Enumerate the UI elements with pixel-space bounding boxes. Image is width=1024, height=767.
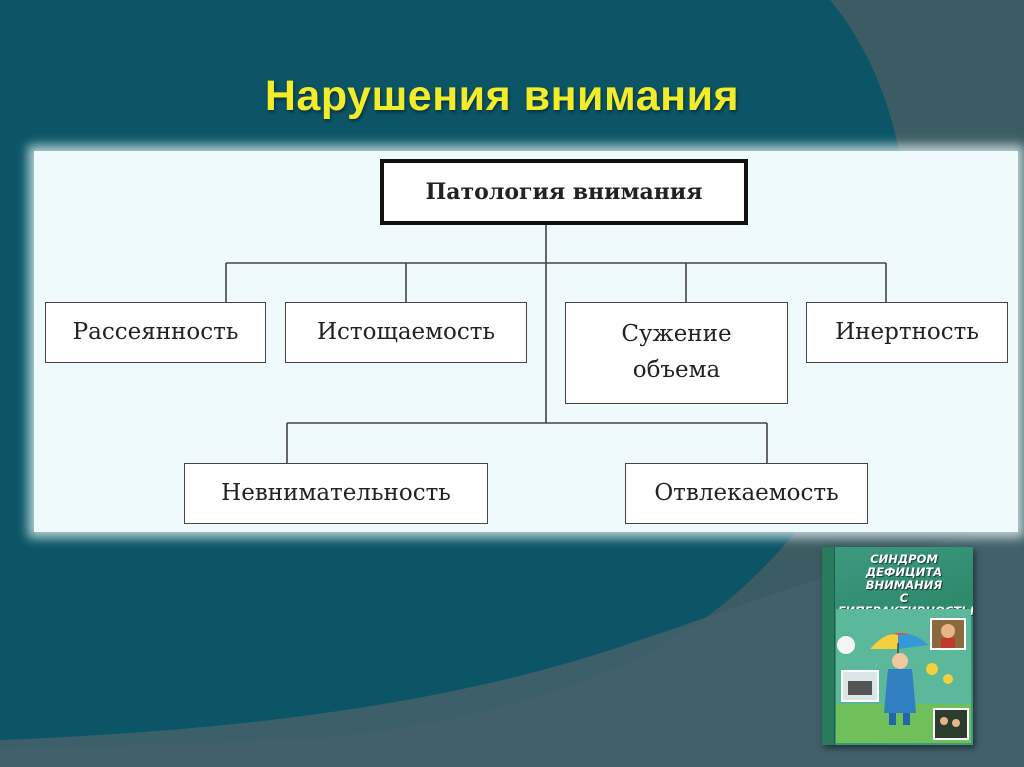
node-exhaustibility: Истощаемость — [285, 302, 527, 363]
book-cover-illustration — [836, 609, 971, 743]
node-absent-mindedness: Рассеянность — [45, 302, 266, 363]
node-distractibility: Отвлекаемость — [625, 463, 868, 524]
node-pathology-of-attention: Патология внимания — [380, 159, 748, 225]
book-cover-image: СИНДРОМ ДЕФИЦИТА ВНИМАНИЯ С ГИПЕРАКТИВНО… — [822, 547, 973, 745]
connector-lines — [225, 223, 887, 463]
book-title-line-2: ДЕФИЦИТА ВНИМАНИЯ — [865, 565, 943, 592]
node-inattentiveness: Невнимательность — [184, 463, 488, 524]
node-inertness: Инертность — [806, 302, 1008, 363]
diagram-panel: Патология внимания Рассеянность Истощаем… — [34, 151, 1018, 532]
book-title-line-1: СИНДРОМ — [870, 552, 938, 566]
slide-title: Нарушения внимания — [264, 72, 740, 120]
book-spine — [822, 547, 835, 745]
node-narrowing-of-volume: Сужение объема — [565, 302, 788, 404]
